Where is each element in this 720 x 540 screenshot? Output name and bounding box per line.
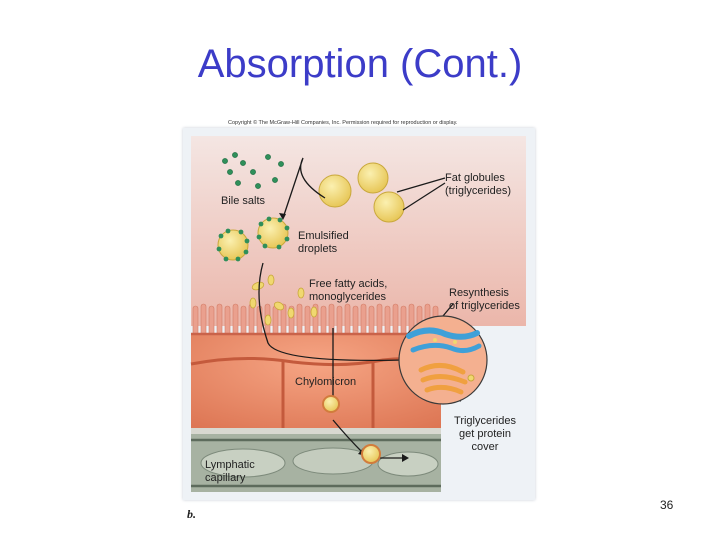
label-chylomicron: Chylomicron (295, 376, 356, 389)
label-bile-salts: Bile salts (221, 195, 265, 208)
absorption-diagram: Bile salts Fat globules (triglycerides) … (183, 128, 535, 500)
label-free-fatty-acids: Free fatty acids, monoglycerides (309, 278, 387, 304)
copyright-notice: Copyright © The McGraw-Hill Companies, I… (228, 120, 457, 126)
page-number: 36 (660, 498, 673, 512)
label-resynthesis: Resynthesis of triglycerides (449, 287, 520, 313)
slide-title: Absorption (Cont.) (0, 42, 720, 87)
label-emulsified-droplets: Emulsified droplets (298, 230, 349, 256)
label-triglycerides-cover: Triglycerides get protein cover (445, 415, 525, 454)
label-fat-globules: Fat globules (triglycerides) (445, 172, 511, 198)
magnified-cell-view (399, 316, 487, 404)
panel-letter: b. (187, 507, 196, 522)
label-lymphatic-capillary: Lymphatic capillary (205, 459, 255, 485)
